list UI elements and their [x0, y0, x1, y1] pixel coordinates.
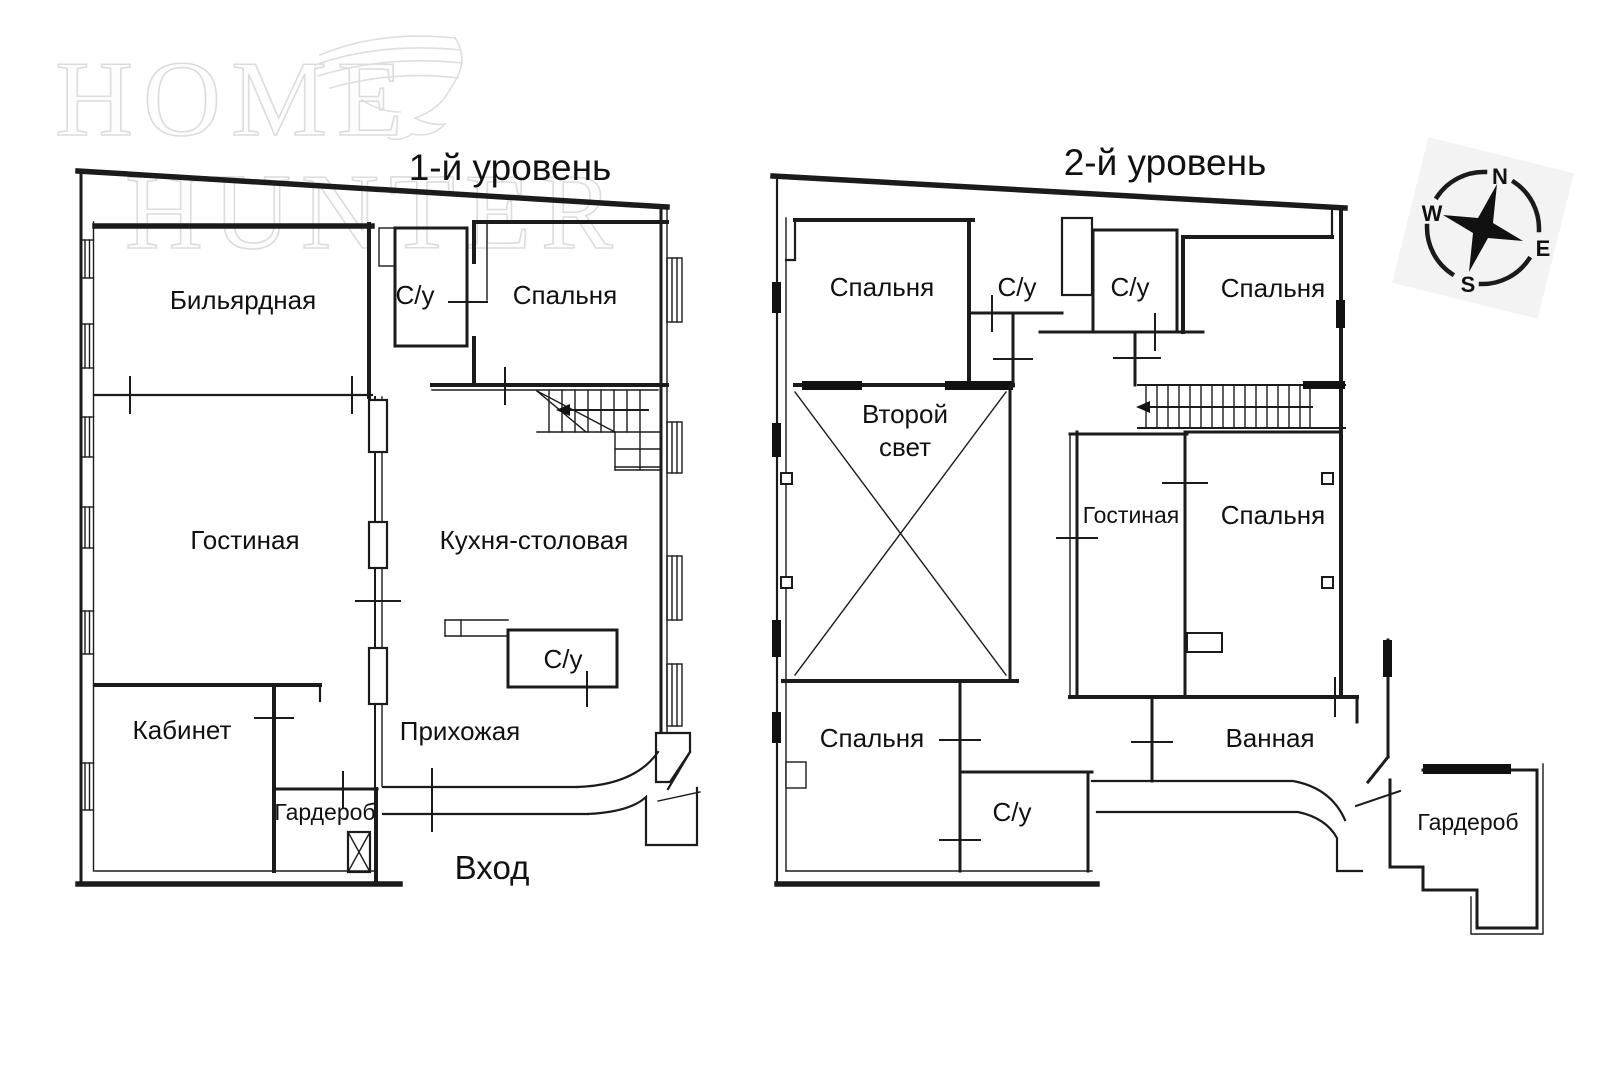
compass-south-label: S — [1461, 272, 1476, 297]
room-label-living-l2: Гостиная — [1083, 502, 1180, 528]
level2-plan — [770, 173, 1544, 935]
room-label-wardrobe-l1: Гардероб — [274, 799, 375, 825]
compass-north-label: N — [1492, 164, 1508, 189]
entrance-label: Вход — [455, 849, 530, 886]
room-label-second-light-line1: Второй — [862, 399, 948, 429]
l2-wardrobe-room — [1388, 763, 1544, 935]
l1-staircase — [536, 389, 661, 471]
room-label-bath2-l2: С/у — [1111, 272, 1150, 302]
l2-second-light-void — [780, 384, 1019, 683]
room-label-bedroom3-l2: Спальня — [1221, 500, 1325, 530]
room-label-bath2-l1: С/у — [544, 644, 583, 674]
l2-outer-top-wall — [770, 173, 1348, 211]
room-label-bedroom-l1: Спальня — [513, 280, 617, 310]
l1-outer-top-wall — [75, 168, 670, 210]
level1-title: 1-й уровень — [409, 147, 612, 188]
room-label-bath1-l1: С/у — [396, 280, 435, 310]
level2-title: 2-й уровень — [1064, 142, 1267, 183]
room-label-bathing-room: Ванная — [1225, 723, 1314, 753]
compass-east-label: E — [1536, 236, 1551, 261]
watermark-word-home: HOME — [55, 40, 413, 159]
compass-west-label: W — [1422, 201, 1443, 226]
l1-left-windows — [80, 239, 95, 811]
room-label-hallway: Прихожая — [400, 716, 520, 746]
watermark-word-hunter: HUNTER — [125, 153, 623, 272]
eagle-icon — [313, 35, 463, 141]
l1-right-windows — [666, 257, 683, 727]
room-label-living-l1: Гостиная — [190, 525, 299, 555]
l2-staircase — [1136, 381, 1346, 429]
room-label-kitchen: Кухня-столовая — [440, 525, 629, 555]
l2-corridor — [1090, 779, 1402, 873]
compass-star-icon — [1443, 184, 1523, 272]
compass-dial — [1424, 169, 1542, 287]
room-label-bedroom2-l2: Спальня — [1221, 273, 1325, 303]
l1-stairs-direction-arrow — [556, 404, 570, 416]
room-label-office: Кабинет — [133, 715, 232, 745]
room-label-bath1-l2: С/у — [998, 272, 1037, 302]
room-label-second-light-line2: свет — [879, 432, 931, 462]
room-label-wardrobe-l2: Гардероб — [1417, 809, 1518, 835]
l1-entrance-corridor — [381, 750, 701, 847]
level1-room-labels: Бильярдная С/у Спальня Гостиная Кухня-ст… — [133, 280, 629, 886]
l1-shaft-box — [346, 830, 372, 874]
homehunter-watermark: HOME HUNTER — [54, 35, 623, 273]
room-label-bath3-l2: С/у — [993, 797, 1032, 827]
room-label-bedroom4-l2: Спальня — [820, 723, 924, 753]
compass-rose: N E S W — [1392, 137, 1574, 319]
room-label-billiard: Бильярдная — [170, 285, 316, 315]
room-label-bedroom1-l2: Спальня — [830, 272, 934, 302]
level1-plan — [75, 168, 701, 887]
l2-stairs-direction-arrow — [1136, 401, 1150, 413]
level2-room-labels: Спальня С/у С/у Спальня Второй свет Гост… — [820, 272, 1519, 835]
